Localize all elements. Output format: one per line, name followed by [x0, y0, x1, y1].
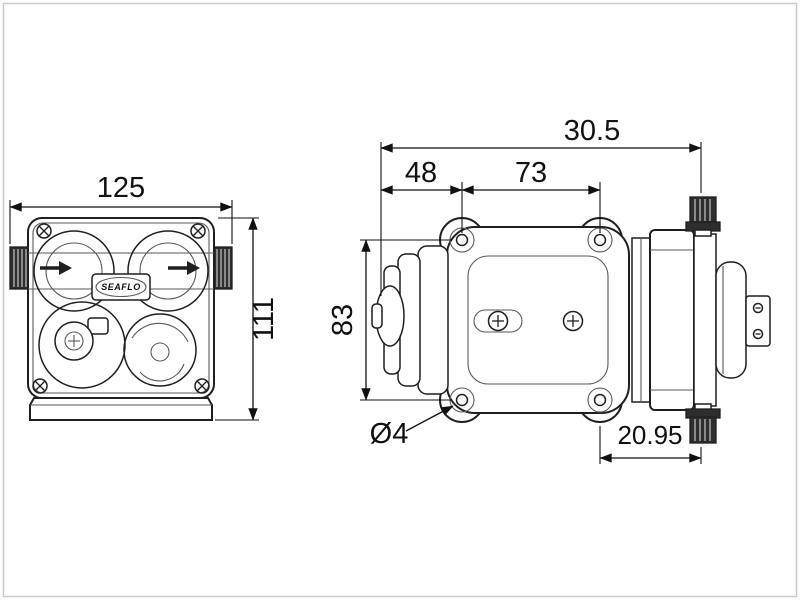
dim-mount-spacing: 73: [461, 157, 601, 233]
dim-front-height: 111: [215, 217, 280, 421]
mount-hole-top-right: [593, 233, 607, 247]
terminal-box: [745, 295, 771, 347]
pump-head-outer: [417, 245, 449, 395]
dimension-annotations: 125 111 30.5 48 73 83: [9, 115, 702, 464]
dim-mount-height-label: 83: [327, 304, 359, 336]
dim-port-offset-label: 20.95: [617, 420, 682, 450]
dim-mount-height: 83: [327, 239, 452, 401]
mount-hole-bottom-right: [593, 393, 607, 407]
dim-front-width: 125: [9, 172, 233, 244]
front-base: [29, 397, 213, 421]
side-view: [371, 196, 771, 444]
flow-arrow-right: [168, 261, 200, 275]
front-screw-bottom-left: [32, 378, 48, 394]
mount-hole-top-left: [455, 233, 469, 247]
front-volute: [123, 313, 197, 387]
front-valve-right: [127, 230, 209, 312]
front-view: SEAFLO: [9, 217, 233, 421]
dim-mount-spacing-label: 73: [515, 157, 547, 189]
dim-hole-diameter-label: Ø4: [370, 418, 409, 450]
plate-screw-left: [487, 310, 509, 332]
front-screw-bottom-right: [194, 378, 210, 394]
front-screw-top-left: [36, 223, 52, 239]
front-left-port: [9, 246, 30, 290]
dim-total-length-label: 30.5: [564, 115, 620, 147]
dim-front-width-label: 125: [97, 172, 145, 204]
outlet-port: [685, 196, 721, 237]
motor-endbell: [715, 261, 747, 379]
inlet-port: [685, 403, 721, 444]
front-body: [27, 217, 215, 399]
dim-front-height-label: 111: [248, 297, 280, 341]
plate-screw-right: [562, 310, 584, 332]
mount-hole-bottom-left: [455, 393, 469, 407]
dim-hole-diameter: Ø4: [370, 405, 454, 450]
motor-body: [649, 229, 695, 411]
pump-head-nub: [371, 303, 383, 329]
front-valve-left: [33, 230, 115, 312]
dim-port-offset: 20.95: [599, 420, 702, 464]
flow-arrow-left: [40, 261, 72, 275]
brand-label: SEAFLO: [101, 282, 141, 292]
front-screw-top-right: [190, 223, 206, 239]
front-right-port: [212, 246, 233, 290]
dim-mount-offset-label: 48: [405, 157, 437, 189]
brand-badge: SEAFLO: [91, 273, 151, 301]
port-head-block: [693, 233, 717, 407]
front-cap-nub: [87, 317, 109, 335]
dim-total-length: 30.5: [380, 115, 702, 296]
